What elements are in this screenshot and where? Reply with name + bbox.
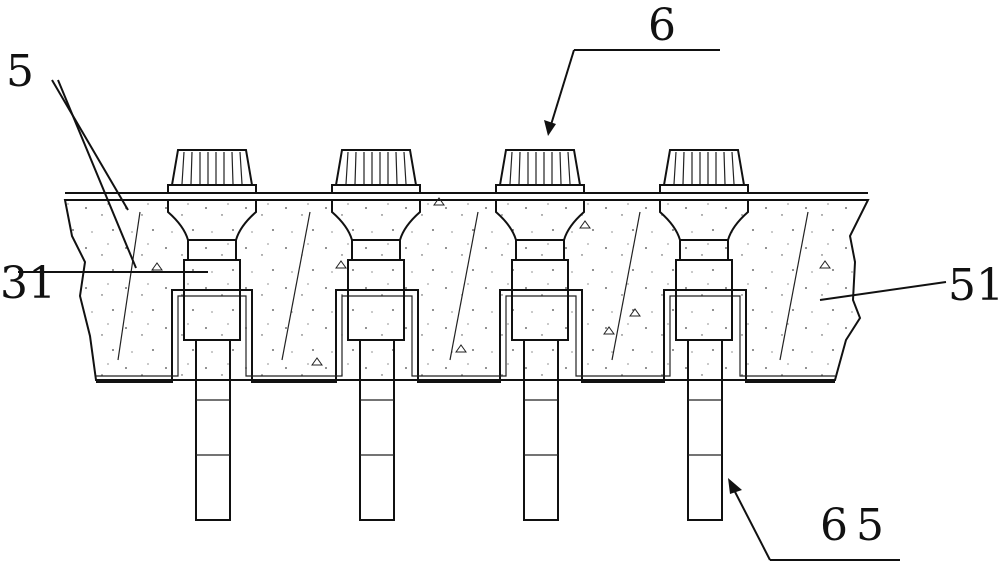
label-51: 51 <box>948 260 1000 311</box>
concrete-slab <box>63 199 870 381</box>
arrow-6 <box>544 120 556 136</box>
bottom-profiled-plate <box>96 289 835 383</box>
label-5: 5 <box>6 46 34 97</box>
stud-shank <box>523 339 559 521</box>
stud-shank <box>195 339 231 521</box>
arrow-65 <box>728 478 742 494</box>
knurled-cap <box>167 149 257 194</box>
connector-unit <box>495 149 585 521</box>
reinforcement-bars <box>117 211 809 361</box>
aggregate-marks <box>151 197 831 366</box>
label-31: 31 <box>0 258 56 309</box>
leader-6 <box>549 49 575 129</box>
connector-unit <box>659 149 749 521</box>
stud-shank <box>687 339 723 521</box>
knurled-cap <box>331 149 421 194</box>
leader-51 <box>819 281 947 301</box>
leader-5-a <box>51 79 129 211</box>
connector-unit <box>331 149 421 521</box>
knurled-cap <box>495 149 585 194</box>
label-6: 6 <box>648 0 676 51</box>
stud-shank <box>359 339 395 521</box>
label-65: 65 <box>820 500 892 551</box>
leader-65 <box>731 485 771 561</box>
bottom-profiled-plate-inner <box>96 295 835 377</box>
knurled-cap <box>659 149 749 194</box>
connector-unit <box>167 149 257 521</box>
leader-5-b <box>57 79 137 269</box>
leader-lines <box>18 49 947 561</box>
